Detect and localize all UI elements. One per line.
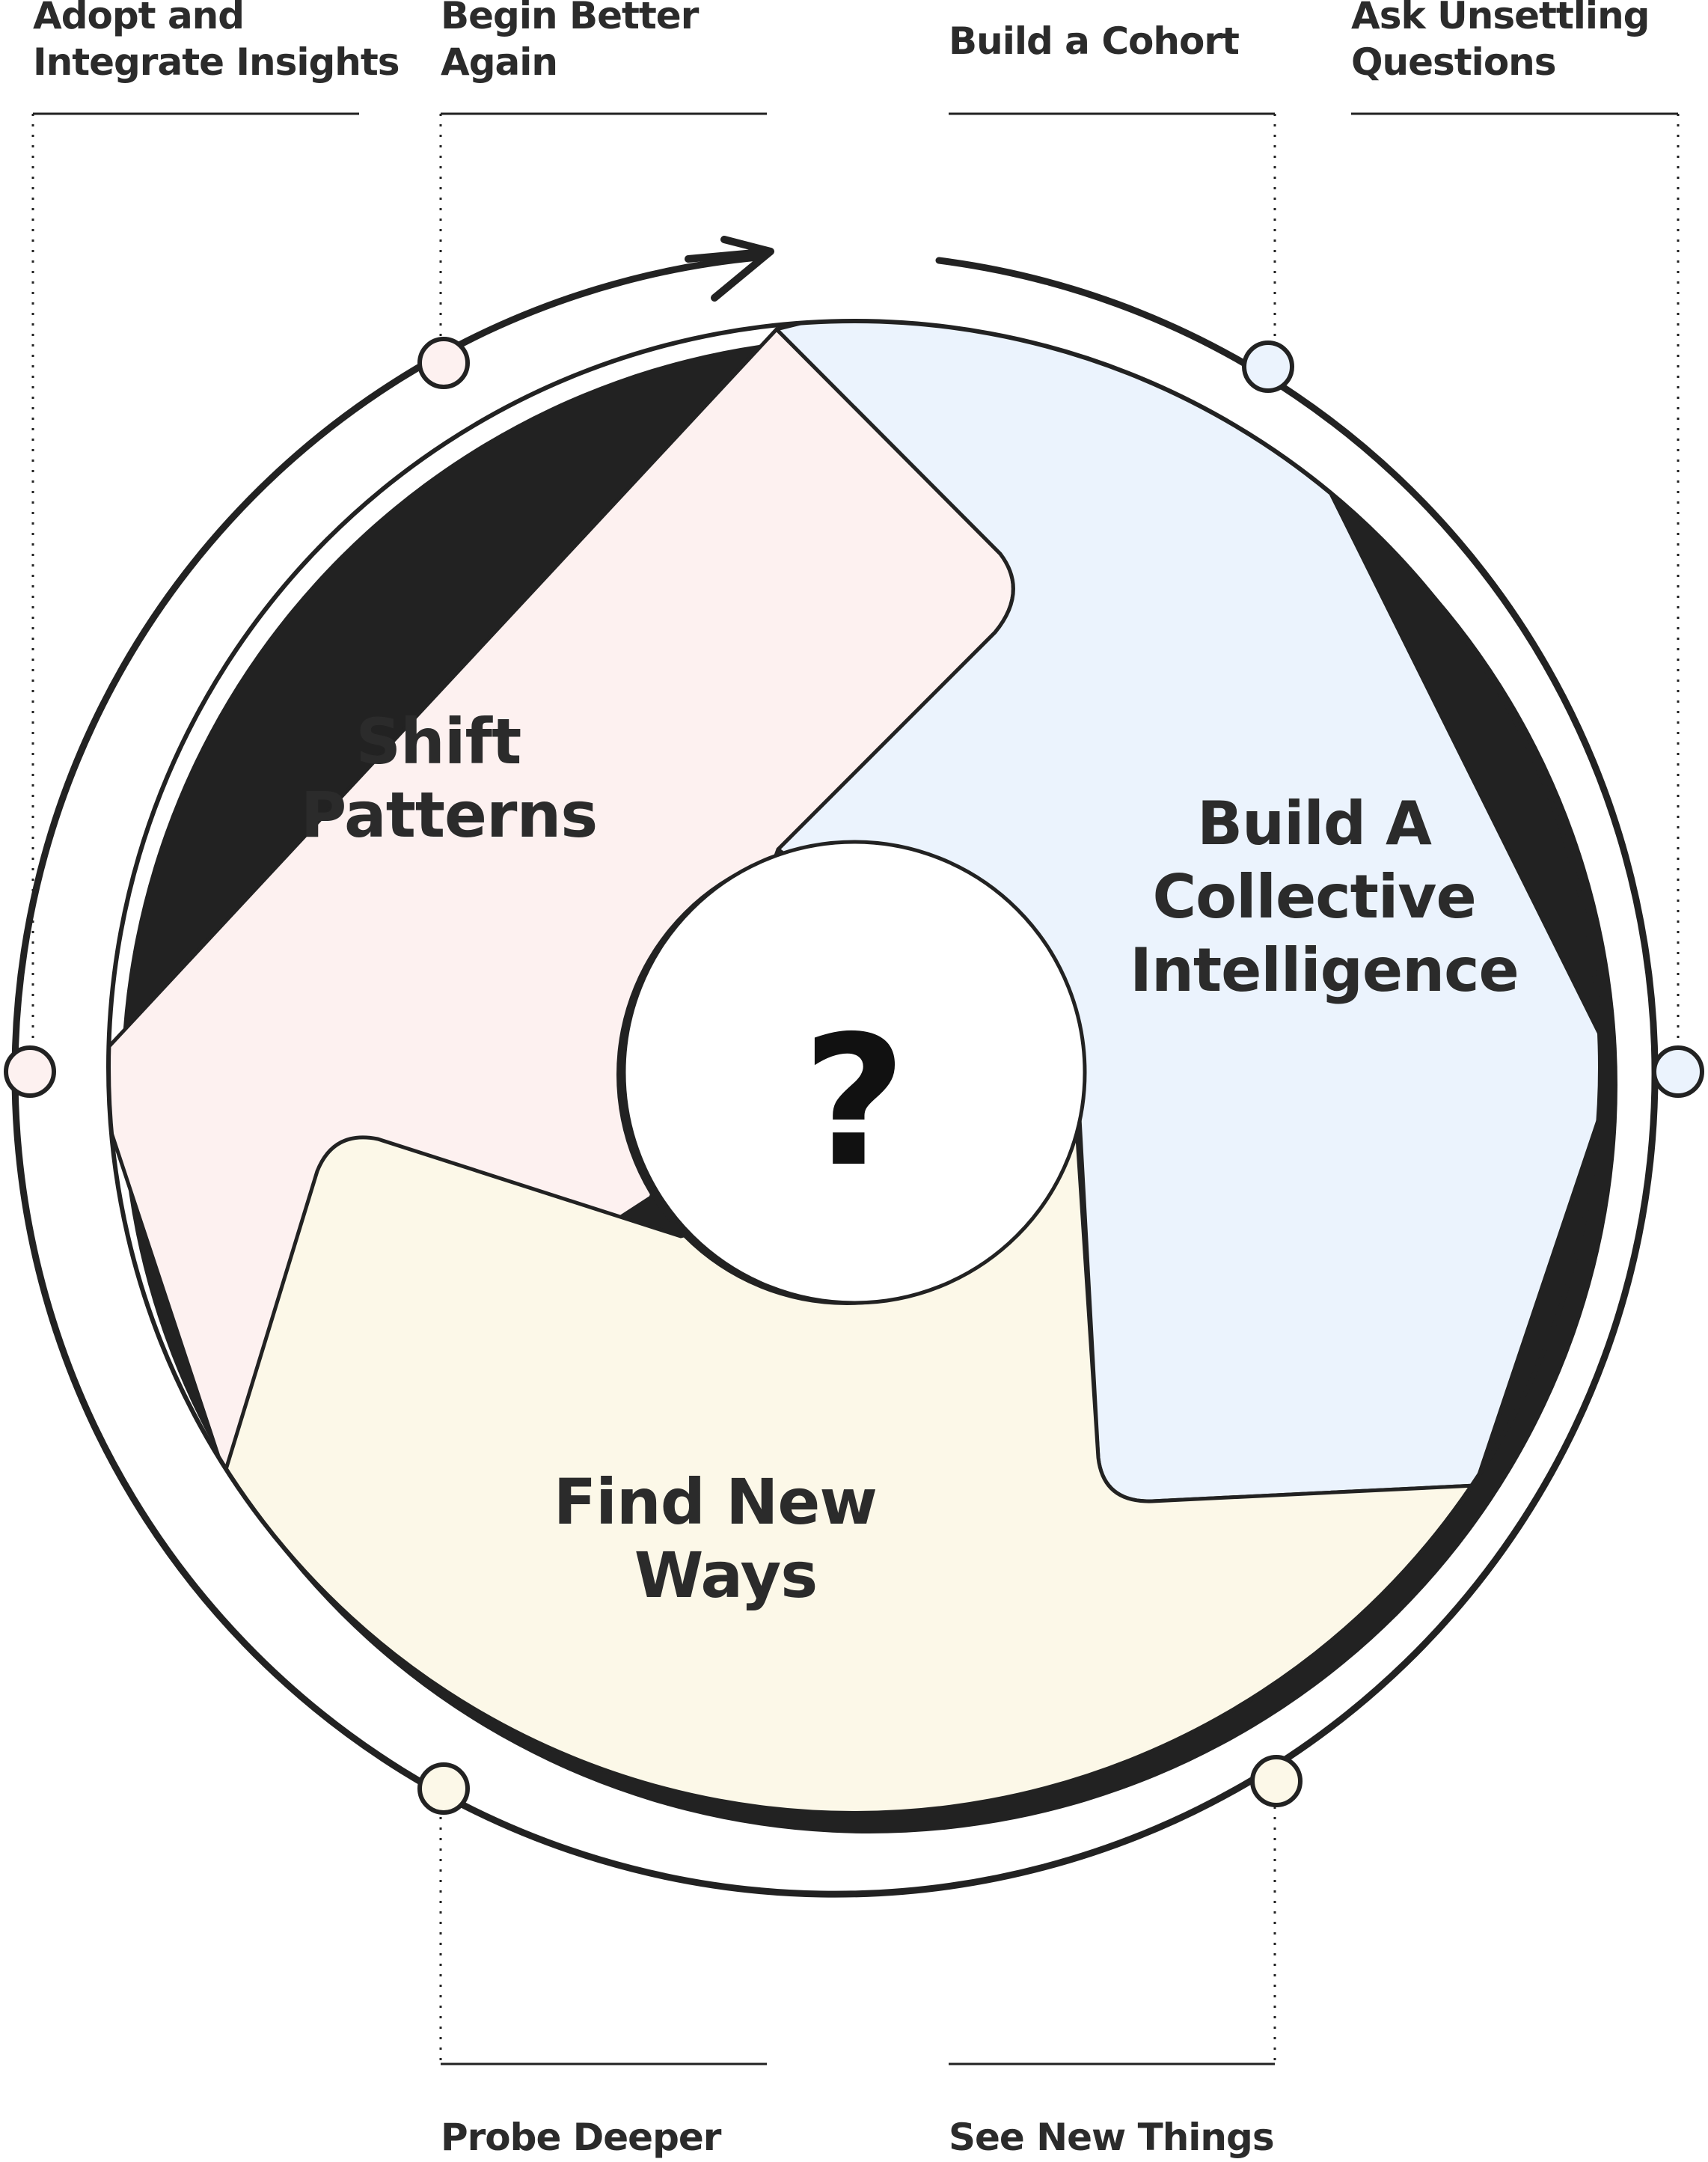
callout-probe-deeper: Probe Deeper (441, 2114, 721, 2161)
label-line: Collective (1152, 862, 1475, 932)
label-line: Build A (1197, 789, 1432, 858)
callout-ask-unsettling-questions: Ask Unsettling Questions (1351, 0, 1650, 85)
outer-ring (11, 254, 1659, 1898)
node-begin-better-again (417, 337, 470, 389)
node-probe-deeper (417, 1762, 470, 1815)
label-shift-patterns: Shift Patterns (301, 705, 598, 852)
callout-see-new-things: See New Things (949, 2114, 1275, 2161)
label-line: Ways (634, 1539, 818, 1612)
label-line: Find New (554, 1465, 877, 1539)
callout-line: Adopt and (33, 0, 245, 37)
callout-line: Questions (1351, 40, 1557, 84)
label-collective-intelligence: Build A Collective Intelligence (1130, 789, 1519, 1005)
callout-leaders (31, 112, 1680, 2065)
ring-nodes (4, 337, 1704, 1815)
label-find-new-ways: Find New Ways (554, 1465, 898, 1612)
callout-line: Again (441, 40, 558, 84)
node-adopt-integrate (4, 1045, 56, 1098)
callout-line: Probe Deeper (441, 2116, 721, 2159)
arrow-head (685, 236, 774, 302)
node-build-a-cohort (1242, 341, 1294, 393)
label-line: Intelligence (1130, 935, 1519, 1005)
node-ask-unsettling (1652, 1045, 1704, 1098)
hub (622, 840, 1087, 1305)
callout-line: See New Things (949, 2116, 1275, 2159)
callout-begin-better-again: Begin Better Again (441, 0, 699, 85)
disc-outline (106, 319, 1603, 1816)
center-question-mark: ? (802, 997, 906, 1206)
callout-line: Integrate Insights (33, 40, 400, 84)
callout-line: Ask Unsettling (1351, 0, 1650, 37)
callout-adopt-integrate-insights: Adopt and Integrate Insights (33, 0, 400, 85)
callout-line: Build a Cohort (949, 19, 1240, 63)
label-line: Shift (355, 705, 521, 778)
label-line: Patterns (301, 778, 598, 852)
node-see-new-things (1250, 1755, 1303, 1807)
callout-line: Begin Better (441, 0, 699, 37)
callout-build-a-cohort: Build a Cohort (949, 18, 1240, 64)
